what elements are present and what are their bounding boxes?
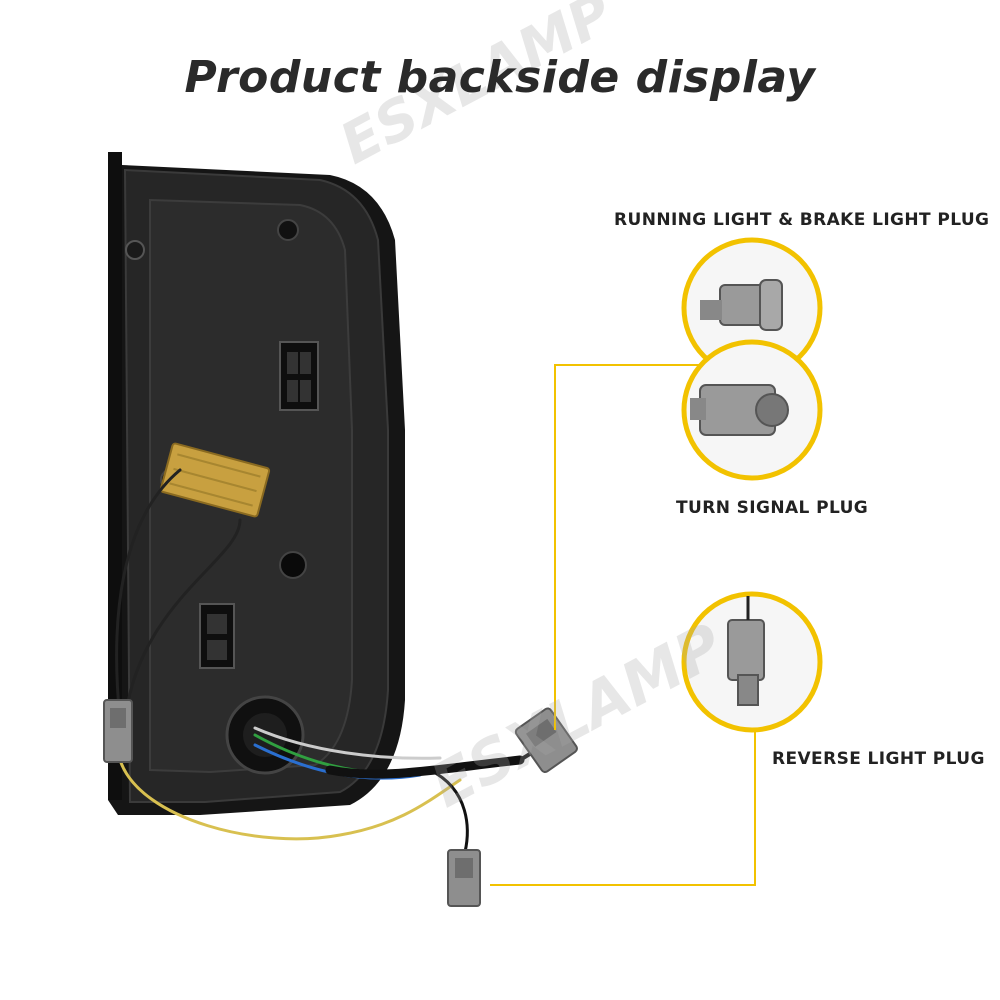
wiring-harness: [115, 468, 562, 854]
load-resistor: [159, 442, 271, 518]
running-brake-plug-label: RUNNING LIGHT & BRAKE LIGHT PLUG: [614, 210, 990, 230]
callout-lines: [490, 364, 756, 886]
turn-signal-plug-label: TURN SIGNAL PLUG: [676, 498, 869, 518]
zoom-circle-reverse: [681, 591, 823, 733]
connector-side: [103, 699, 133, 763]
page-title: Product backside display: [184, 52, 816, 103]
connector-reverse: [447, 849, 481, 907]
connector-running-brake: [514, 707, 578, 774]
zoom-circle-turn: [681, 339, 823, 481]
tail-light-housing: [108, 152, 405, 815]
reverse-light-plug-label: REVERSE LIGHT PLUG: [772, 749, 985, 769]
